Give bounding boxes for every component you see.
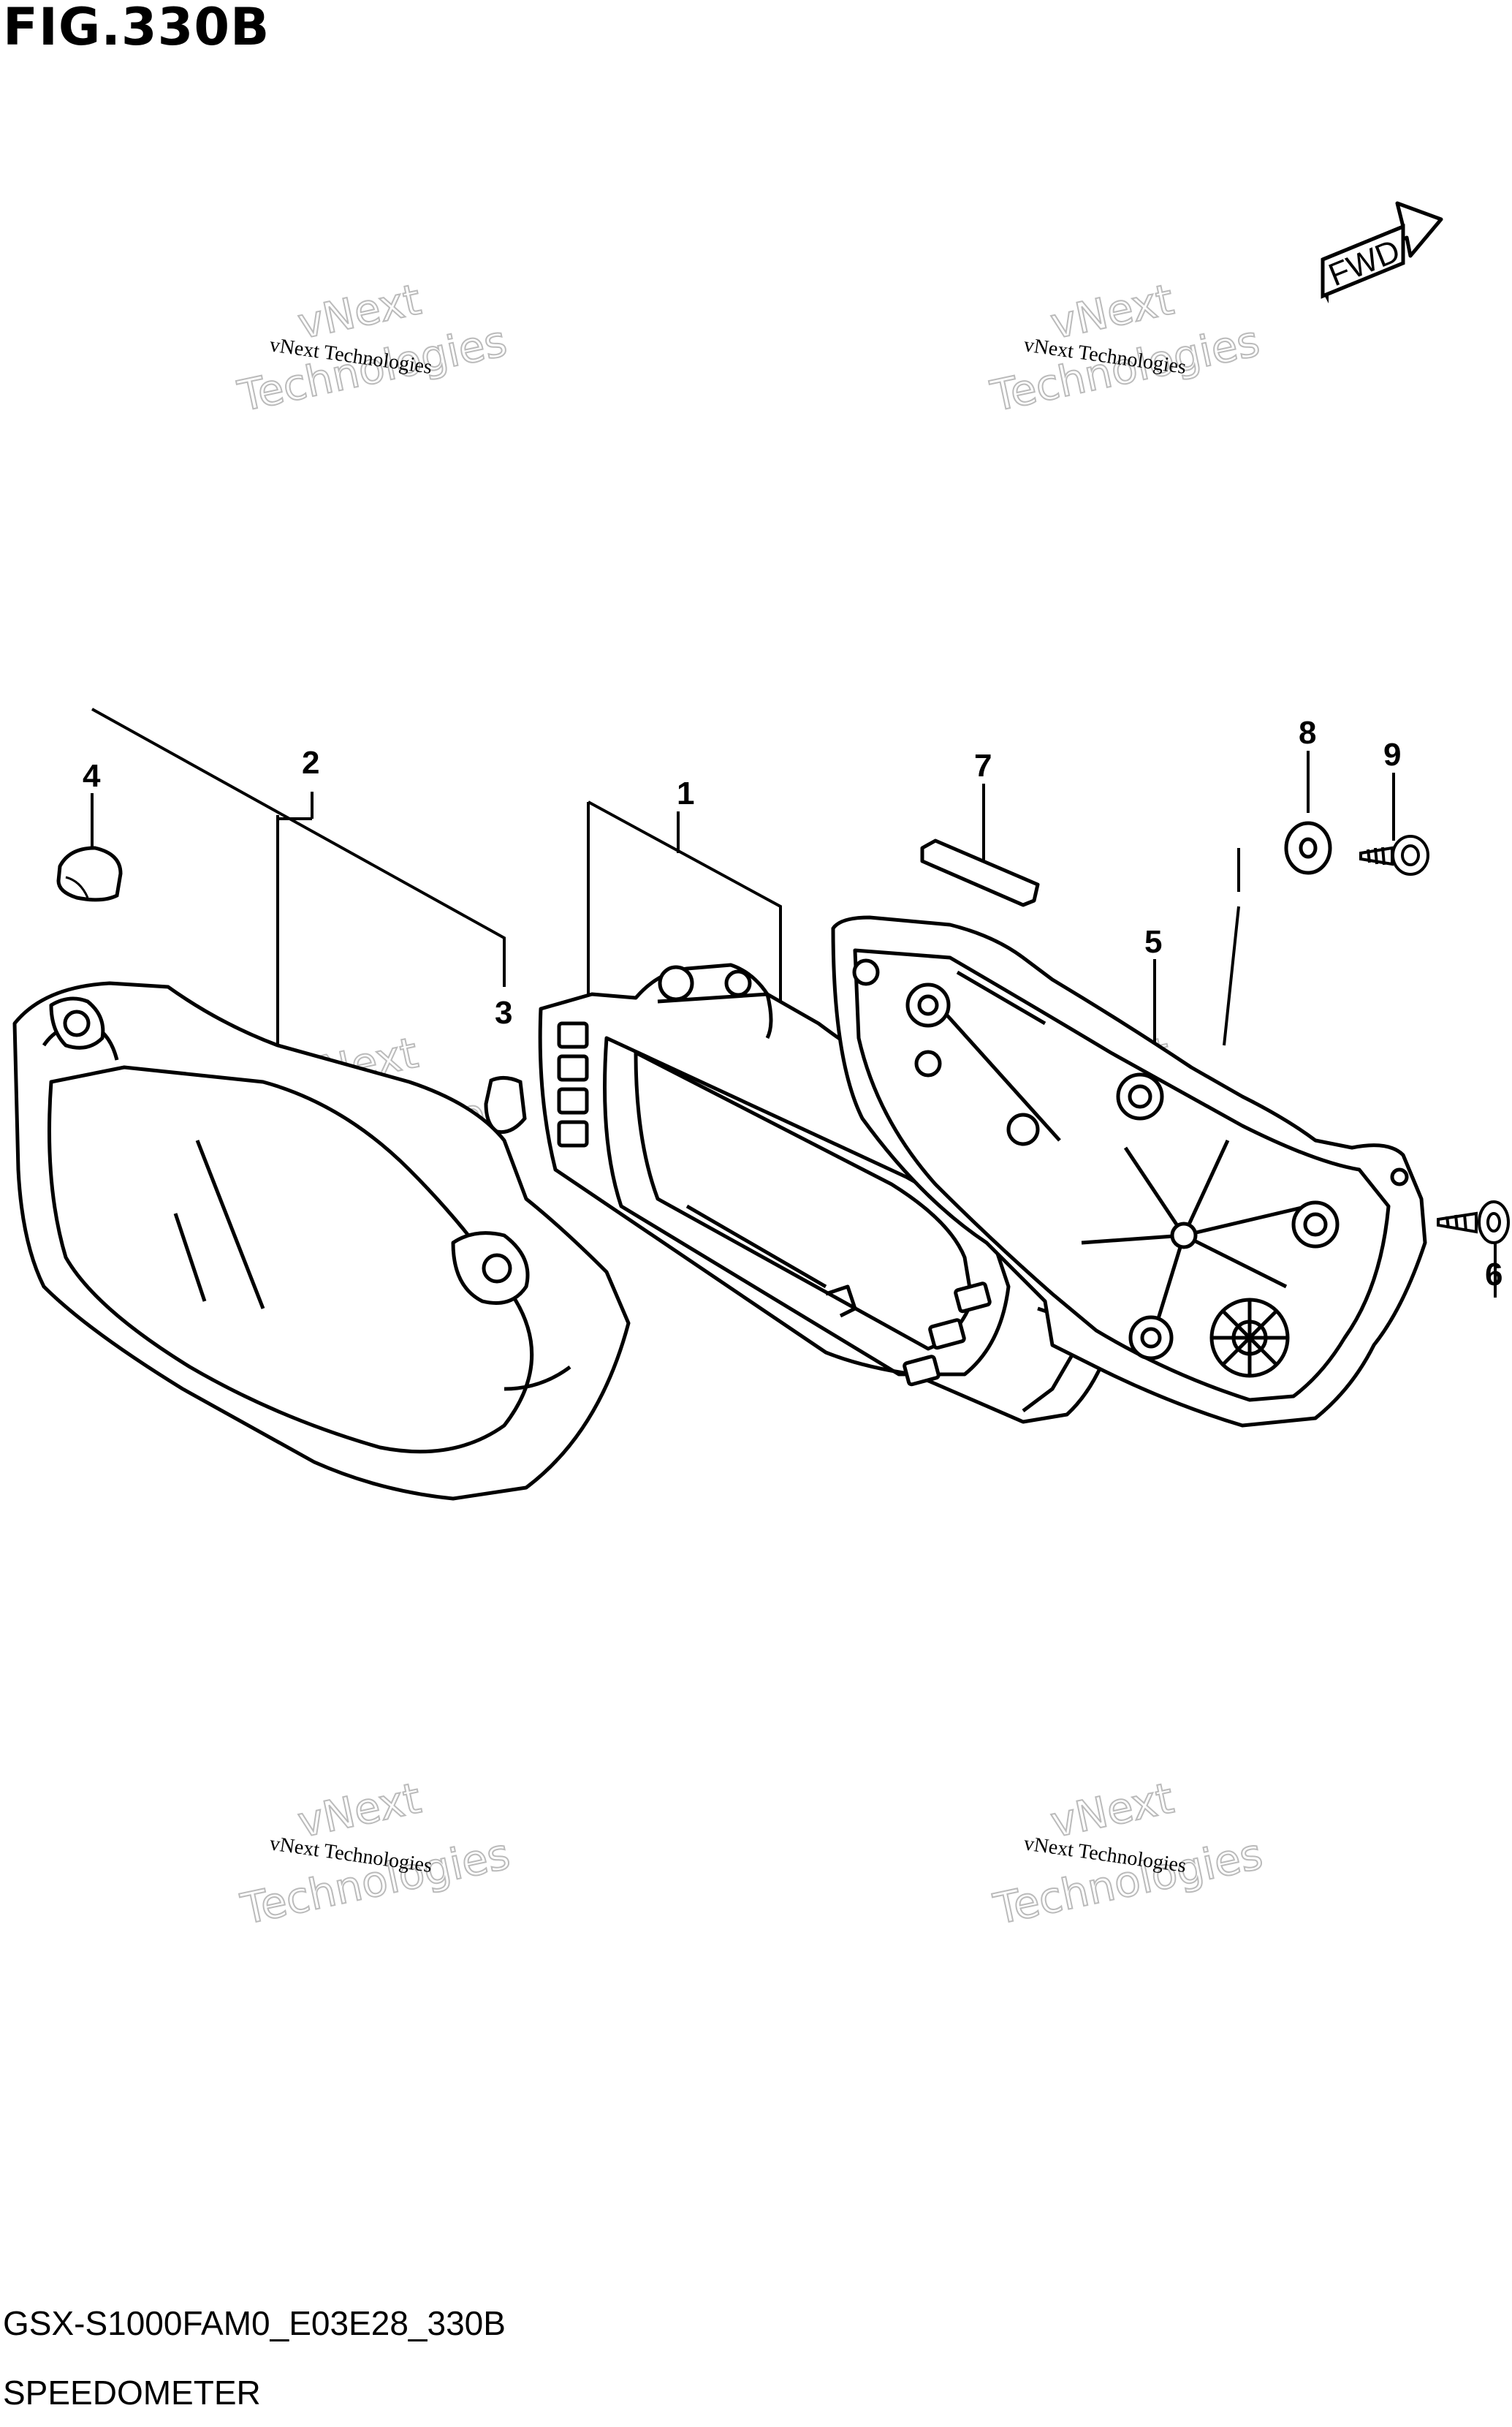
callout-2: 2: [302, 745, 319, 781]
svg-text:vNext: vNext: [1046, 1773, 1178, 1847]
svg-text:vNext: vNext: [294, 1773, 425, 1847]
part-2-meter-cover: [12, 981, 631, 1501]
model-code: GSX-S1000FAM0_E03E28_330B: [3, 2304, 506, 2342]
part-7-strip: [920, 838, 1040, 907]
figure-title: FIG.330B: [3, 0, 270, 57]
part-6-screw: [1437, 1200, 1510, 1244]
part-8-grommet: [1284, 821, 1332, 875]
callout-1: 1: [677, 776, 694, 811]
part-9-screw: [1359, 835, 1429, 876]
watermark-top-right: vNext Technologies: [986, 273, 1265, 422]
callout-9: 9: [1383, 737, 1401, 773]
part-3-cap: [484, 1076, 527, 1135]
figure-name: SPEEDOMETER: [3, 2374, 261, 2412]
part-4-cap: [56, 846, 123, 902]
callout-3: 3: [495, 995, 512, 1031]
callout-8: 8: [1299, 715, 1316, 751]
callout-7: 7: [974, 748, 992, 784]
callout-4: 4: [83, 758, 101, 794]
part-5-meter-case: [831, 915, 1427, 1428]
callout-6: 6: [1485, 1257, 1502, 1292]
watermark-top-left: vNext Technologies: [233, 273, 512, 422]
callout-5: 5: [1144, 924, 1162, 960]
fwd-arrow-icon: FWD: [1321, 201, 1443, 303]
leader-lines: [91, 708, 1497, 1298]
